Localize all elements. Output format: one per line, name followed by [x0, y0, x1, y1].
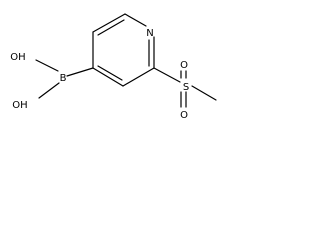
molecule-drawing: N S O O B OH OH	[10, 13, 217, 121]
bond-b-oh-bottom	[38, 82, 60, 99]
bond-c5-c6-inner	[97, 19, 125, 36]
bond-c5-c6	[92, 13, 126, 33]
bond-c4-b	[66, 67, 94, 77]
bonds	[35, 13, 217, 108]
sulfonyl-oxygen-bottom-label: O	[180, 110, 188, 121]
bond-c6-n1	[124, 13, 147, 27]
bond-b-oh-top	[35, 59, 59, 72]
bond-c3-c4-inner	[97, 65, 123, 81]
structure-canvas: N S O O B OH OH	[0, 0, 230, 132]
boron-label: B	[60, 73, 67, 84]
nitrogen-label: N	[146, 28, 153, 39]
hydroxyl-top-label: OH	[10, 52, 25, 63]
sulfonyl-oxygen-top-label: O	[180, 60, 188, 71]
hydroxyl-bottom-label: OH	[12, 100, 27, 111]
bond-c3-c4	[92, 67, 124, 87]
bond-c2-s	[153, 67, 181, 83]
bond-c2-c3	[122, 67, 155, 87]
bond-s-methyl	[191, 85, 217, 101]
sulfur-label: S	[183, 82, 189, 93]
